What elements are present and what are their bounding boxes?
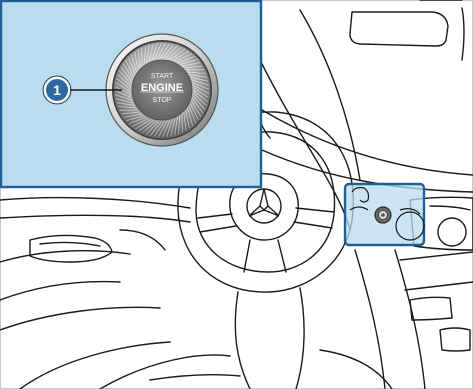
button-stop-label: STOP <box>153 97 172 104</box>
button-engine-label: ENGINE <box>141 82 183 94</box>
ignition-button-location-icon[interactable] <box>345 184 424 245</box>
button-start-label: START <box>151 73 174 80</box>
start-stop-engine-button-icon[interactable]: START ENGINE STOP <box>106 34 218 146</box>
callout-number: 1 <box>53 82 61 98</box>
